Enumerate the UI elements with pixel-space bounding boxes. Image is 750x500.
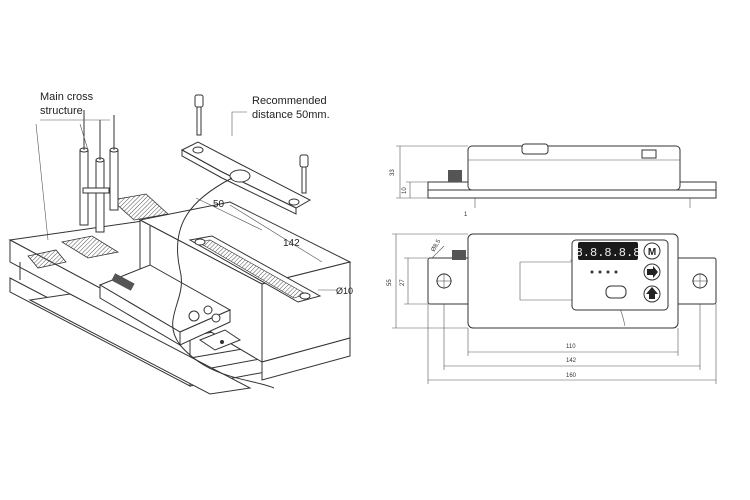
dim-50-label: 50: [213, 199, 225, 210]
up-arrow-icon: [646, 287, 658, 299]
isometric-assembly: Main cross structure Recommended distanc…: [8, 91, 353, 395]
m-button: [643, 242, 661, 260]
vertical-studs: [79, 110, 119, 233]
dim-27: 27: [400, 279, 406, 286]
dim-142-iso-label: 142: [283, 238, 300, 249]
dim-1: 1: [464, 212, 468, 218]
display-digits: 8.8.8.8.8: [576, 246, 641, 260]
sensor-module: [98, 264, 242, 351]
front-view: 8.8.8.8.8 M: [392, 233, 717, 384]
hatched-area-2: [111, 193, 169, 221]
dim-160: 160: [566, 373, 577, 379]
cable: [172, 177, 275, 389]
recommended-label-line1: Recommended: [252, 95, 327, 107]
dim-142: 142: [566, 358, 577, 364]
strain-bar: [188, 235, 322, 303]
orthographic-drawing: 8.8.8.8.8 M: [387, 143, 717, 384]
m-button-label: M: [648, 247, 656, 258]
dim-110: 110: [566, 344, 576, 350]
recommended-label-line2: distance 50mm.: [252, 109, 330, 121]
brand-badge: [605, 285, 627, 299]
main-cross-label-line2: structure: [40, 105, 83, 117]
dim-10-side: 10: [402, 187, 408, 194]
dim-55: 55: [387, 279, 393, 286]
dim-d8-5: Ø8,5: [431, 238, 443, 253]
side-view: [396, 143, 717, 208]
display-screen: [578, 242, 638, 260]
dim-33: 33: [390, 169, 396, 176]
top-bracket: [180, 94, 312, 215]
right-arrow-icon: [647, 266, 658, 278]
hatched-area-3: [27, 249, 67, 269]
hatched-area-1: [60, 235, 120, 259]
dim-dia10-label: Ø10: [336, 286, 353, 296]
main-cross-label-line1: Main cross: [40, 91, 94, 103]
